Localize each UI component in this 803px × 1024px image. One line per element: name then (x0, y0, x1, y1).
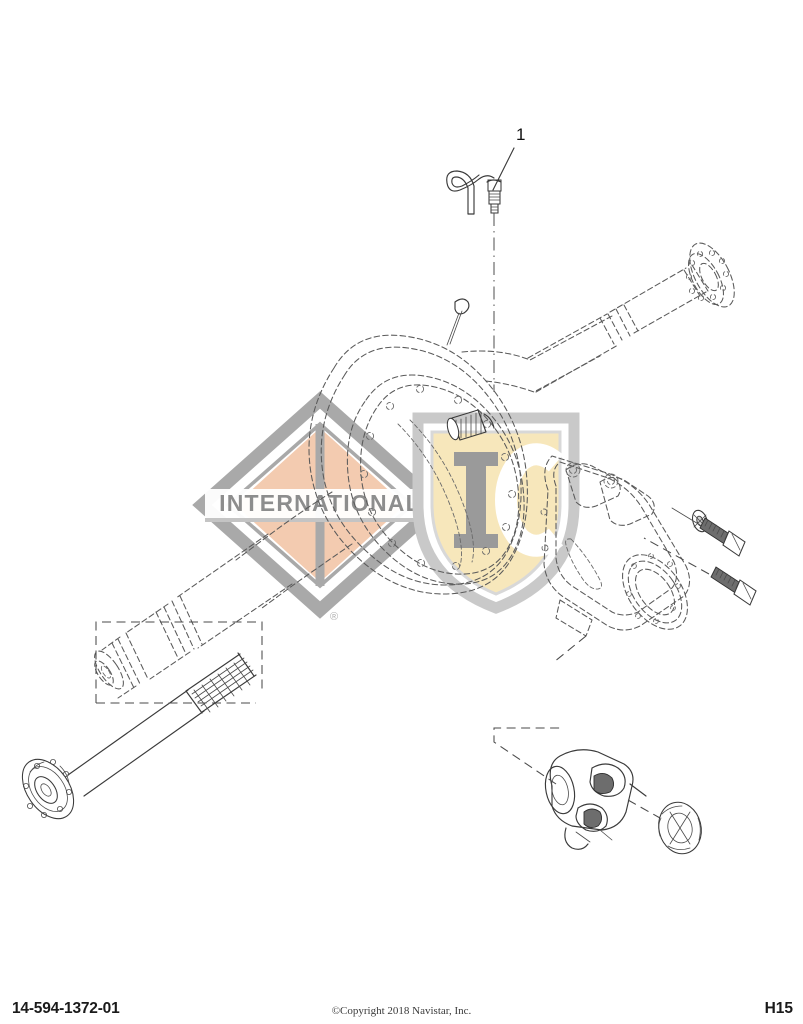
registered-mark-icon: ® (330, 611, 338, 623)
drawing-area: INTERNATIONAL ® .ph { f (21, 125, 757, 855)
axle-housing-assembly (235, 315, 613, 609)
breather-vent (446, 170, 502, 392)
axle-tube-left (94, 533, 293, 699)
carrier-bolt-upper (671, 507, 746, 557)
callout-1-leader (492, 147, 515, 191)
callout-label-1[interactable]: 1 (516, 125, 526, 144)
carrier-bolt-lower (643, 537, 757, 606)
footer-part-number: 14-594-1372-01 (12, 1000, 120, 1017)
shield-letter-c (494, 443, 564, 557)
carrier-leader (553, 635, 587, 663)
pinion-boss (446, 409, 495, 441)
axle-shaft-flange (21, 758, 75, 820)
differential-carrier (540, 455, 691, 637)
wheel-hub-flange (685, 242, 735, 308)
watermark-layer: INTERNATIONAL ® (192, 391, 580, 623)
axle-tube-right (527, 242, 735, 393)
pinion-nut (658, 801, 702, 855)
yoke-leader (493, 727, 560, 785)
ic-shield-logo-watermark (412, 412, 580, 614)
fill-plug (446, 298, 470, 346)
international-diamond-logo-watermark: INTERNATIONAL ® (192, 391, 448, 623)
page-footer: 14-594-1372-01 ©Copyright 2018 Navistar,… (0, 960, 803, 1024)
shield-letter-i (454, 452, 498, 548)
footer-copyright: ©Copyright 2018 Navistar, Inc. (331, 1005, 472, 1017)
axle-shaft (21, 621, 263, 820)
input-yoke-assembly (544, 749, 661, 850)
footer-page-code: H15 (764, 1000, 793, 1017)
technical-line-art: .ph { fill:none; stroke:#5a5a5a; stroke-… (21, 147, 757, 855)
